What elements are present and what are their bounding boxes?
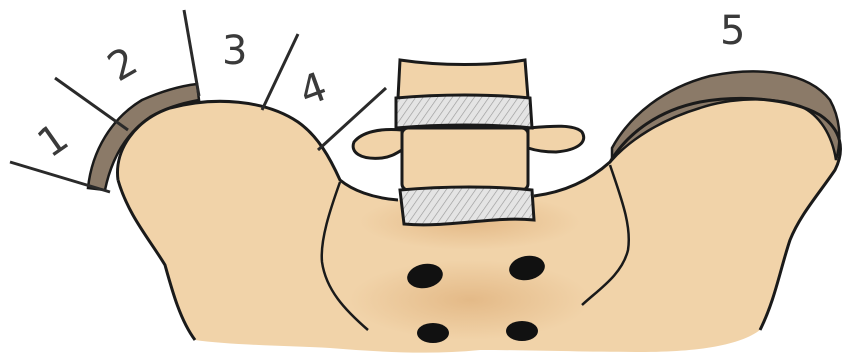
label-1: 1 [30, 115, 77, 167]
sacral-foramen-lower-right [506, 321, 538, 341]
lower-vertebra [402, 128, 528, 190]
label-3: 3 [222, 28, 247, 74]
lower-disc [400, 187, 534, 225]
sacrum-shade-lower [350, 260, 590, 340]
pointer-line-1b [55, 78, 128, 130]
right-transverse-process [528, 126, 584, 152]
left-transverse-process [353, 130, 402, 159]
label-2: 2 [100, 38, 145, 91]
label-4: 4 [293, 64, 333, 116]
pointer-line-2 [184, 10, 199, 96]
upper-vertebra [398, 60, 528, 98]
label-5: 5 [720, 8, 745, 54]
sacral-foramen-lower-left [417, 323, 449, 343]
upper-disc [396, 95, 532, 128]
